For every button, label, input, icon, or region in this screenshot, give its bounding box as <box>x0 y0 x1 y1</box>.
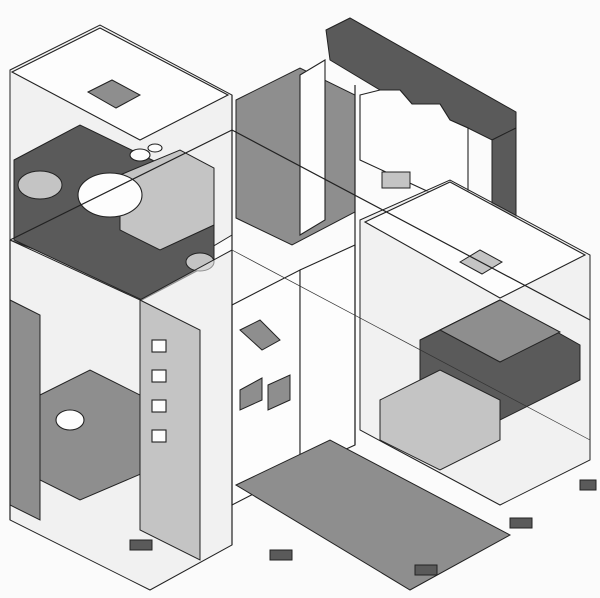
side-wall-panel <box>9 299 41 521</box>
right-module-roof <box>363 181 587 299</box>
door-window <box>267 374 291 411</box>
upper-door <box>299 59 326 236</box>
frame-lines <box>9 85 591 545</box>
door-window <box>239 319 281 351</box>
ceiling-hatch <box>86 79 142 109</box>
sink <box>381 171 411 189</box>
kitchen-wall <box>359 89 469 211</box>
counter <box>119 149 215 251</box>
open-door <box>299 244 356 471</box>
bed-top <box>438 299 562 363</box>
hob-ring <box>129 148 151 162</box>
cabinet-shelves <box>151 339 167 443</box>
storage-cabinet <box>139 299 201 561</box>
hob-ring <box>147 143 163 153</box>
toilet <box>55 409 85 431</box>
deck-floor <box>234 439 512 591</box>
dining-table <box>77 172 143 218</box>
bench <box>379 369 501 471</box>
upper-center-floor <box>235 67 356 246</box>
support-feet <box>129 479 597 576</box>
door-window <box>239 377 263 411</box>
basin <box>17 170 63 200</box>
